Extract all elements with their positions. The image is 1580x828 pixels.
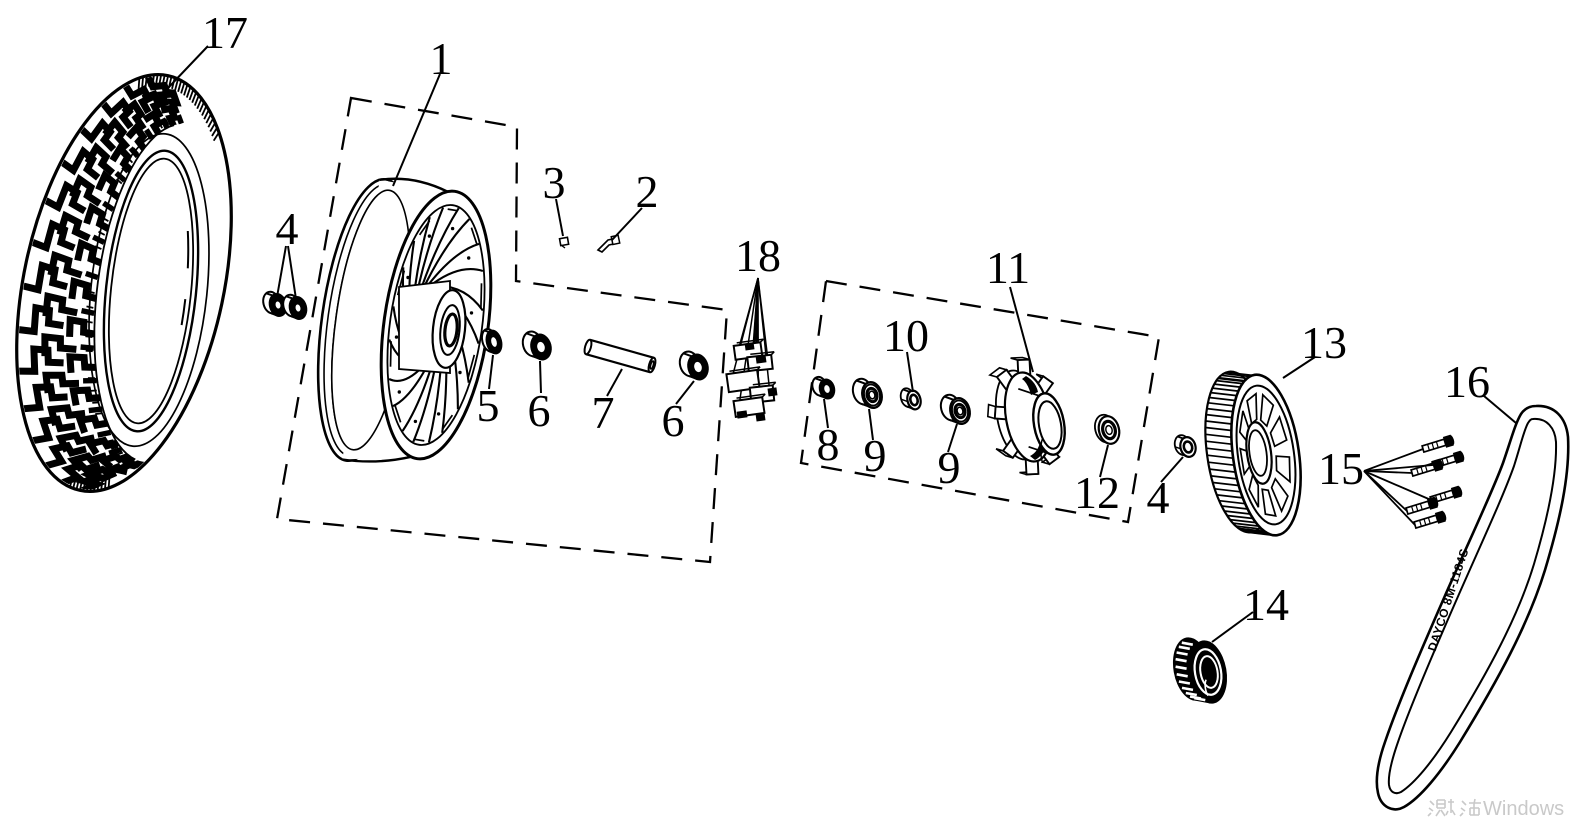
svg-text:10: 10 [883,310,929,361]
svg-text:Windows: Windows [1483,798,1564,820]
svg-text:9: 9 [938,442,961,493]
svg-text:12: 12 [1074,467,1120,518]
svg-text:6: 6 [528,385,551,436]
svg-text:13: 13 [1301,317,1347,368]
svg-text:1: 1 [430,33,453,84]
svg-text:7: 7 [592,387,615,438]
svg-text:16: 16 [1444,356,1490,407]
svg-text:18: 18 [735,230,781,281]
svg-text:15: 15 [1318,443,1364,494]
svg-text:11: 11 [986,242,1030,293]
svg-text:8: 8 [817,419,840,470]
svg-text:17: 17 [202,7,248,58]
svg-text:14: 14 [1243,579,1289,630]
svg-text:3: 3 [543,157,566,208]
svg-text:9: 9 [864,430,887,481]
svg-text:4: 4 [1147,472,1170,523]
svg-text:6: 6 [662,395,685,446]
svg-text:4: 4 [276,203,299,254]
svg-text:5: 5 [477,380,500,431]
svg-text:2: 2 [636,166,659,217]
